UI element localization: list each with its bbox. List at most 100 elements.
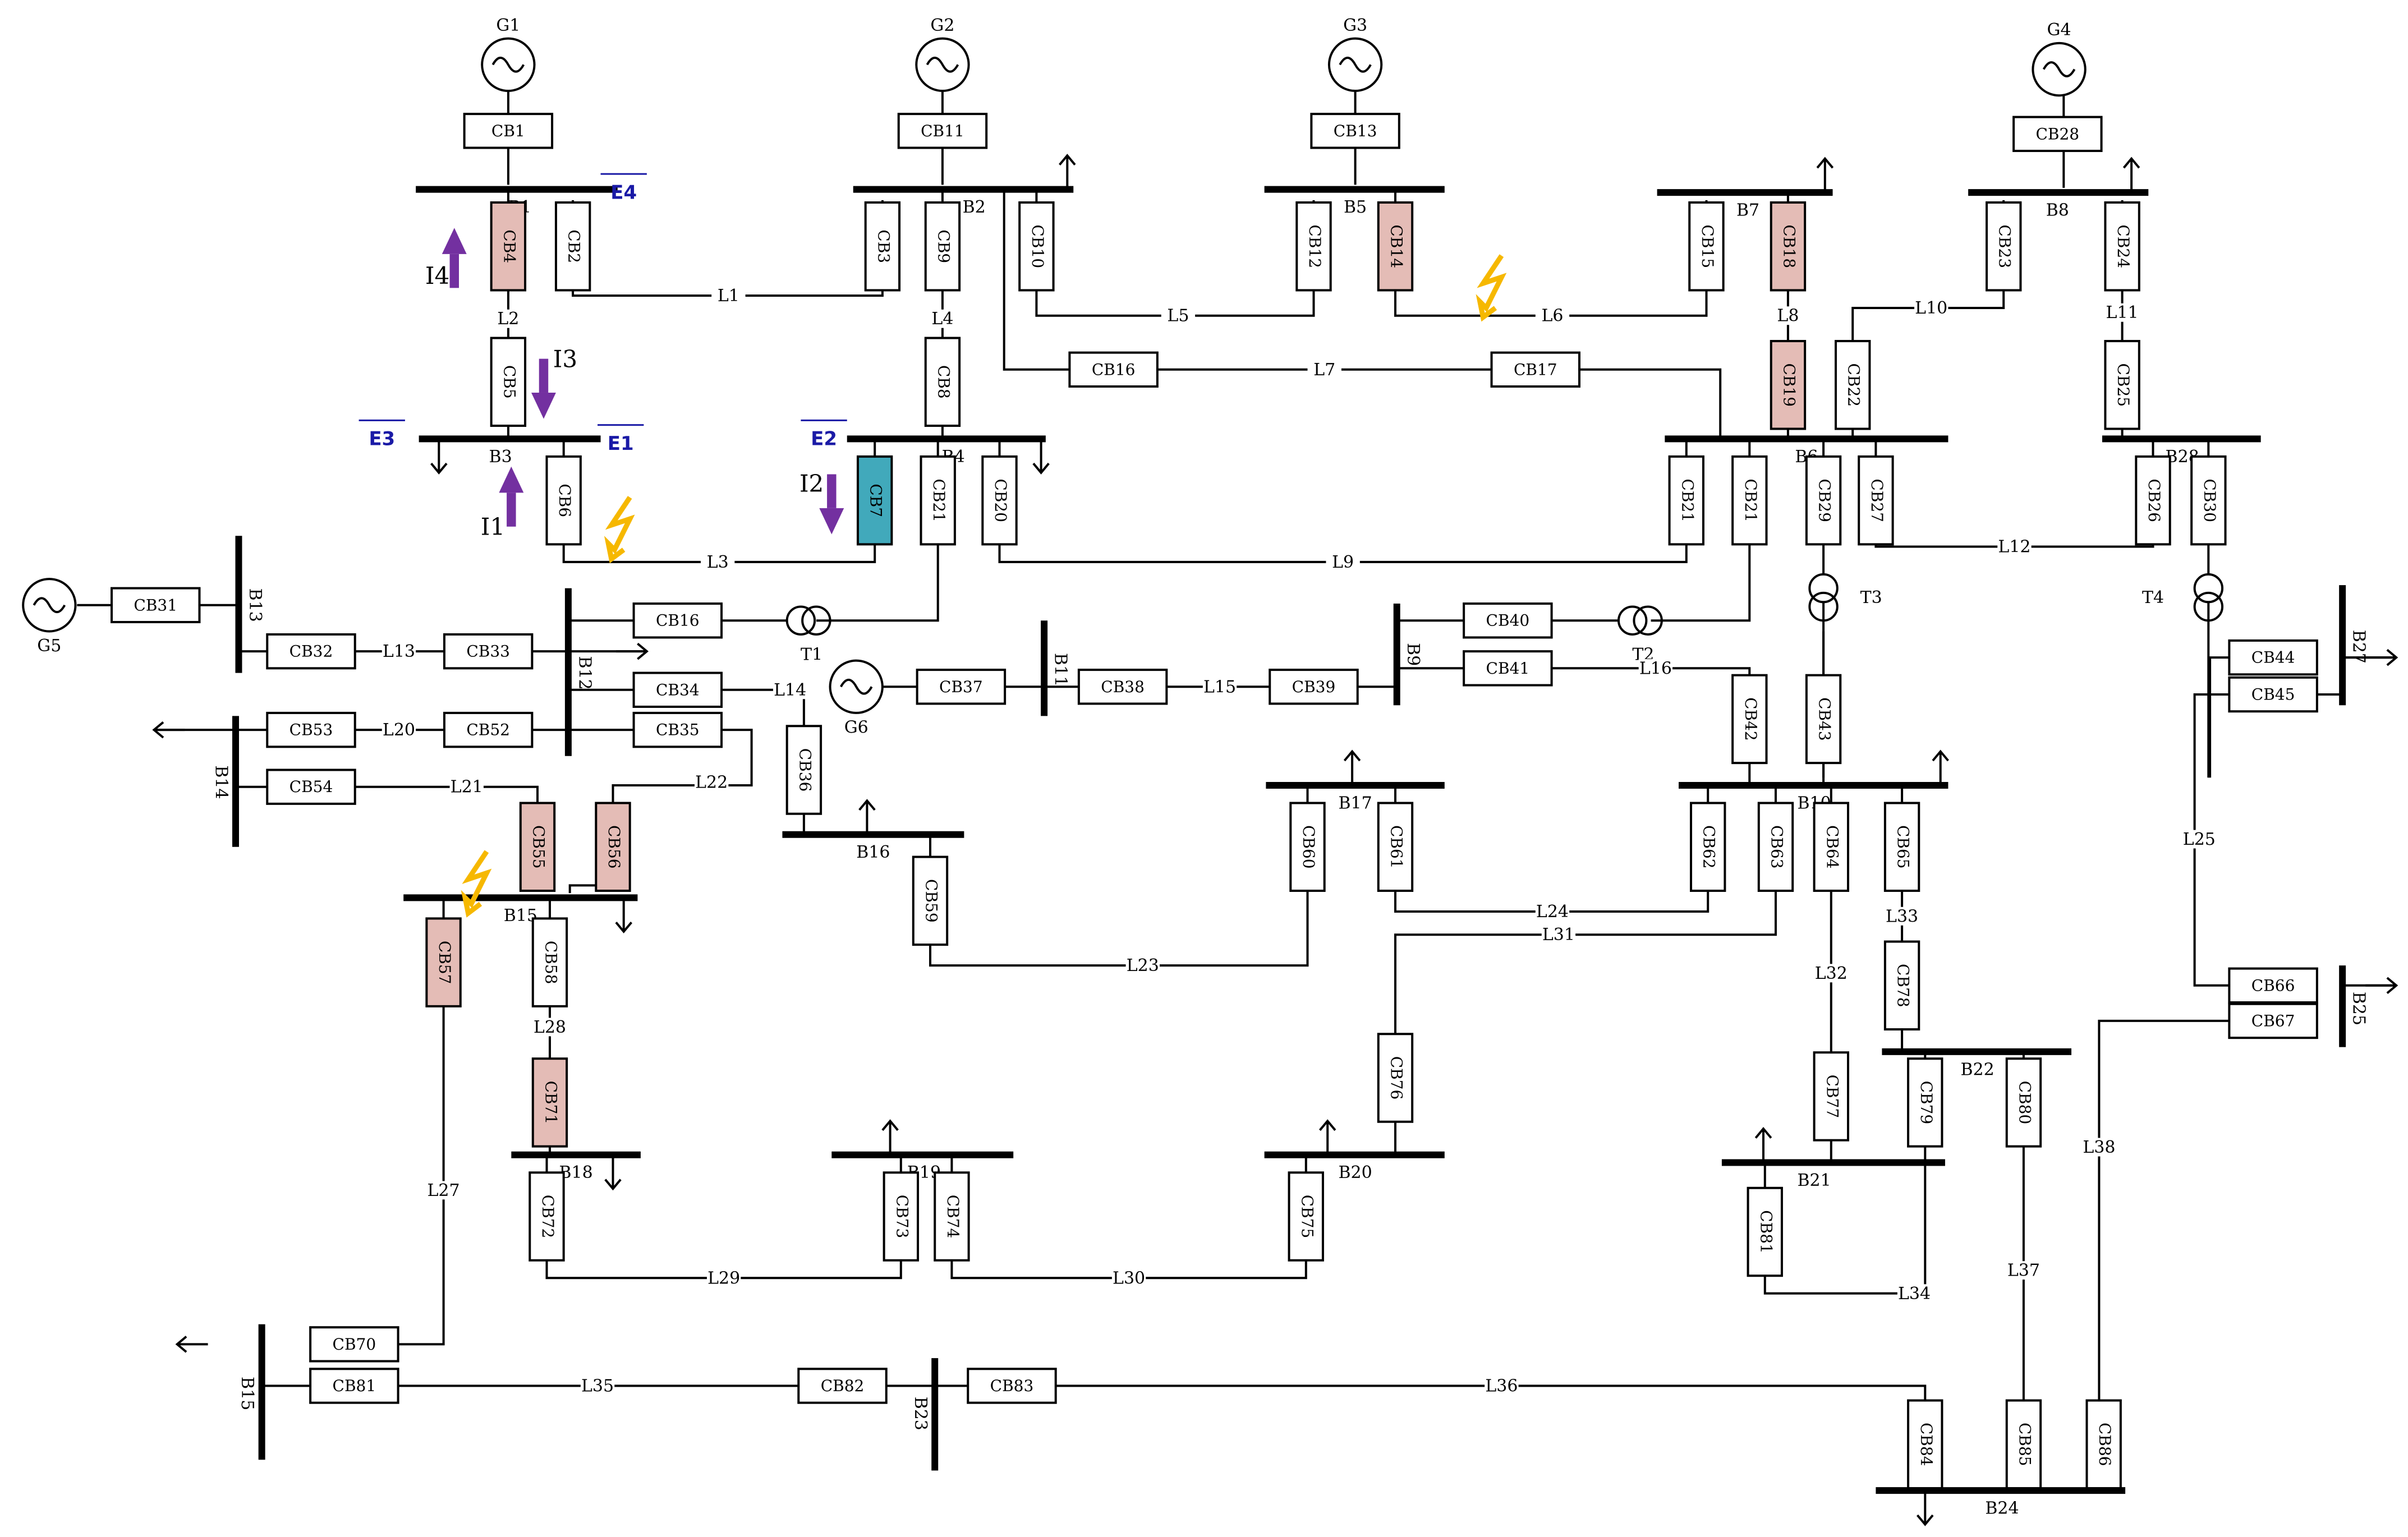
circuit-breaker-cb55[interactable]: CB55 — [519, 802, 556, 892]
circuit-breaker-cb57[interactable]: CB57 — [425, 917, 462, 1007]
circuit-breaker-cb45[interactable]: CB45 — [2228, 676, 2318, 713]
circuit-breaker-cb62[interactable]: CB62 — [1690, 802, 1726, 892]
circuit-breaker-cb83[interactable]: CB83 — [967, 1368, 1057, 1404]
circuit-breaker-cb23[interactable]: CB23 — [1986, 201, 2022, 292]
circuit-breaker-label: CB81 — [333, 1377, 376, 1395]
circuit-breaker-cb74[interactable]: CB74 — [934, 1171, 970, 1262]
circuit-breaker-cb40[interactable]: CB40 — [1463, 602, 1553, 639]
circuit-breaker-cb77[interactable]: CB77 — [1813, 1051, 1850, 1142]
generator-label: G1 — [496, 16, 520, 35]
circuit-breaker-cb38[interactable]: CB38 — [1077, 669, 1168, 705]
circuit-breaker-cb21c[interactable]: CB21 — [1731, 455, 1768, 546]
circuit-breaker-cb61[interactable]: CB61 — [1377, 802, 1414, 892]
circuit-breaker-cb19[interactable]: CB19 — [1770, 340, 1807, 430]
circuit-breaker-cb66[interactable]: CB66 — [2228, 967, 2318, 1004]
circuit-breaker-cb65[interactable]: CB65 — [1883, 802, 1920, 892]
circuit-breaker-cb60[interactable]: CB60 — [1289, 802, 1326, 892]
circuit-breaker-label: CB30 — [2200, 478, 2219, 522]
circuit-breaker-cb52[interactable]: CB52 — [443, 711, 534, 748]
circuit-breaker-cb84[interactable]: CB84 — [1907, 1399, 1943, 1490]
generator-label: G6 — [844, 718, 868, 738]
circuit-breaker-cb22[interactable]: CB22 — [1835, 340, 1871, 430]
circuit-breaker-cb10[interactable]: CB10 — [1018, 201, 1055, 292]
circuit-breaker-cb29[interactable]: CB29 — [1805, 455, 1842, 546]
circuit-breaker-cb12[interactable]: CB12 — [1295, 201, 1332, 292]
circuit-breaker-cb42[interactable]: CB42 — [1731, 674, 1768, 765]
circuit-breaker-cb34[interactable]: CB34 — [632, 671, 723, 708]
circuit-breaker-cb31[interactable]: CB31 — [111, 587, 201, 623]
circuit-breaker-cb54[interactable]: CB54 — [266, 768, 356, 805]
circuit-breaker-cb53[interactable]: CB53 — [266, 711, 356, 748]
circuit-breaker-label: CB24 — [2114, 224, 2133, 268]
circuit-breaker-cb20[interactable]: CB20 — [981, 455, 1018, 546]
circuit-breaker-cb4[interactable]: CB4 — [490, 201, 527, 292]
circuit-breaker-label: CB76 — [1387, 1056, 1405, 1100]
circuit-breaker-cb81a[interactable]: CB81 — [1747, 1186, 1783, 1277]
circuit-breaker-label: CB15 — [1698, 224, 1717, 268]
circuit-breaker-cb78[interactable]: CB78 — [1883, 940, 1920, 1031]
circuit-breaker-cb32[interactable]: CB32 — [266, 633, 356, 670]
circuit-breaker-cb33[interactable]: CB33 — [443, 633, 534, 670]
circuit-breaker-cb75[interactable]: CB75 — [1288, 1171, 1324, 1262]
circuit-breaker-label: CB78 — [1894, 964, 1913, 1007]
circuit-breaker-cb11[interactable]: CB11 — [897, 113, 988, 149]
circuit-breaker-cb18[interactable]: CB18 — [1770, 201, 1807, 292]
circuit-breaker-cb82[interactable]: CB82 — [797, 1368, 888, 1404]
line-label: L23 — [1127, 956, 1159, 975]
circuit-breaker-cb17[interactable]: CB17 — [1490, 351, 1580, 388]
circuit-breaker-cb81b[interactable]: CB81 — [309, 1368, 399, 1404]
circuit-breaker-cb44[interactable]: CB44 — [2228, 639, 2318, 676]
circuit-breaker-cb14[interactable]: CB14 — [1377, 201, 1414, 292]
circuit-breaker-cb73[interactable]: CB73 — [883, 1171, 920, 1262]
circuit-breaker-cb70[interactable]: CB70 — [309, 1326, 399, 1363]
circuit-breaker-cb8[interactable]: CB8 — [924, 337, 961, 427]
circuit-breaker-cb35[interactable]: CB35 — [632, 711, 723, 748]
circuit-breaker-cb7[interactable]: CB7 — [856, 455, 893, 546]
circuit-breaker-cb37[interactable]: CB37 — [916, 669, 1007, 705]
circuit-breaker-cb43[interactable]: CB43 — [1805, 674, 1842, 765]
circuit-breaker-cb72[interactable]: CB72 — [529, 1171, 565, 1262]
circuit-breaker-cb67[interactable]: CB67 — [2228, 1002, 2318, 1039]
circuit-breaker-cb79[interactable]: CB79 — [1907, 1057, 1943, 1148]
circuit-breaker-cb24[interactable]: CB24 — [2104, 201, 2140, 292]
circuit-breaker-cb21b[interactable]: CB21 — [1668, 455, 1704, 546]
circuit-breaker-cb16a[interactable]: CB16 — [1068, 351, 1159, 388]
circuit-breaker-cb28[interactable]: CB28 — [2012, 116, 2103, 153]
circuit-breaker-cb58[interactable]: CB58 — [531, 917, 568, 1007]
circuit-breaker-label: CB74 — [944, 1195, 962, 1239]
circuit-breaker-cb63[interactable]: CB63 — [1757, 802, 1794, 892]
circuit-breaker-cb56[interactable]: CB56 — [595, 802, 631, 892]
circuit-breaker-label: CB37 — [939, 678, 983, 696]
circuit-breaker-cb41[interactable]: CB41 — [1463, 650, 1553, 687]
circuit-breaker-cb59[interactable]: CB59 — [912, 855, 949, 946]
circuit-breaker-cb25[interactable]: CB25 — [2104, 340, 2140, 430]
circuit-breaker-cb64[interactable]: CB64 — [1813, 802, 1850, 892]
circuit-breaker-cb9[interactable]: CB9 — [924, 201, 961, 292]
circuit-breaker-cb3[interactable]: CB3 — [864, 201, 901, 292]
circuit-breaker-cb2[interactable]: CB2 — [554, 201, 591, 292]
generator-icon: G4 — [2032, 20, 2087, 97]
circuit-breaker-cb39[interactable]: CB39 — [1269, 669, 1359, 705]
circuit-breaker-cb5[interactable]: CB5 — [490, 337, 527, 427]
current-label: I4 — [425, 262, 449, 289]
circuit-breaker-cb26[interactable]: CB26 — [2135, 455, 2171, 546]
circuit-breaker-cb13[interactable]: CB13 — [1310, 113, 1400, 149]
circuit-breaker-label: CB59 — [922, 879, 940, 923]
circuit-breaker-cb27[interactable]: CB27 — [1858, 455, 1894, 546]
circuit-breaker-cb80[interactable]: CB80 — [2005, 1057, 2042, 1148]
circuit-breaker-cb76[interactable]: CB76 — [1377, 1033, 1414, 1123]
circuit-breaker-cb36[interactable]: CB36 — [785, 725, 822, 815]
circuit-breaker-cb15[interactable]: CB15 — [1688, 201, 1725, 292]
circuit-breaker-cb86[interactable]: CB86 — [2085, 1399, 2122, 1490]
circuit-breaker-cb30[interactable]: CB30 — [2190, 455, 2227, 546]
circuit-breaker-cb6[interactable]: CB6 — [545, 455, 582, 546]
circuit-breaker-cb21a[interactable]: CB21 — [920, 455, 956, 546]
bus-label: B16 — [856, 843, 890, 862]
circuit-breaker-cb16b[interactable]: CB16 — [632, 602, 723, 639]
circuit-breaker-cb1[interactable]: CB1 — [463, 113, 554, 149]
relay-label: E4 — [610, 181, 637, 204]
circuit-breaker-cb71[interactable]: CB71 — [531, 1057, 568, 1148]
circuit-breaker-label: CB25 — [2114, 363, 2133, 407]
circuit-breaker-cb85[interactable]: CB85 — [2005, 1399, 2042, 1490]
